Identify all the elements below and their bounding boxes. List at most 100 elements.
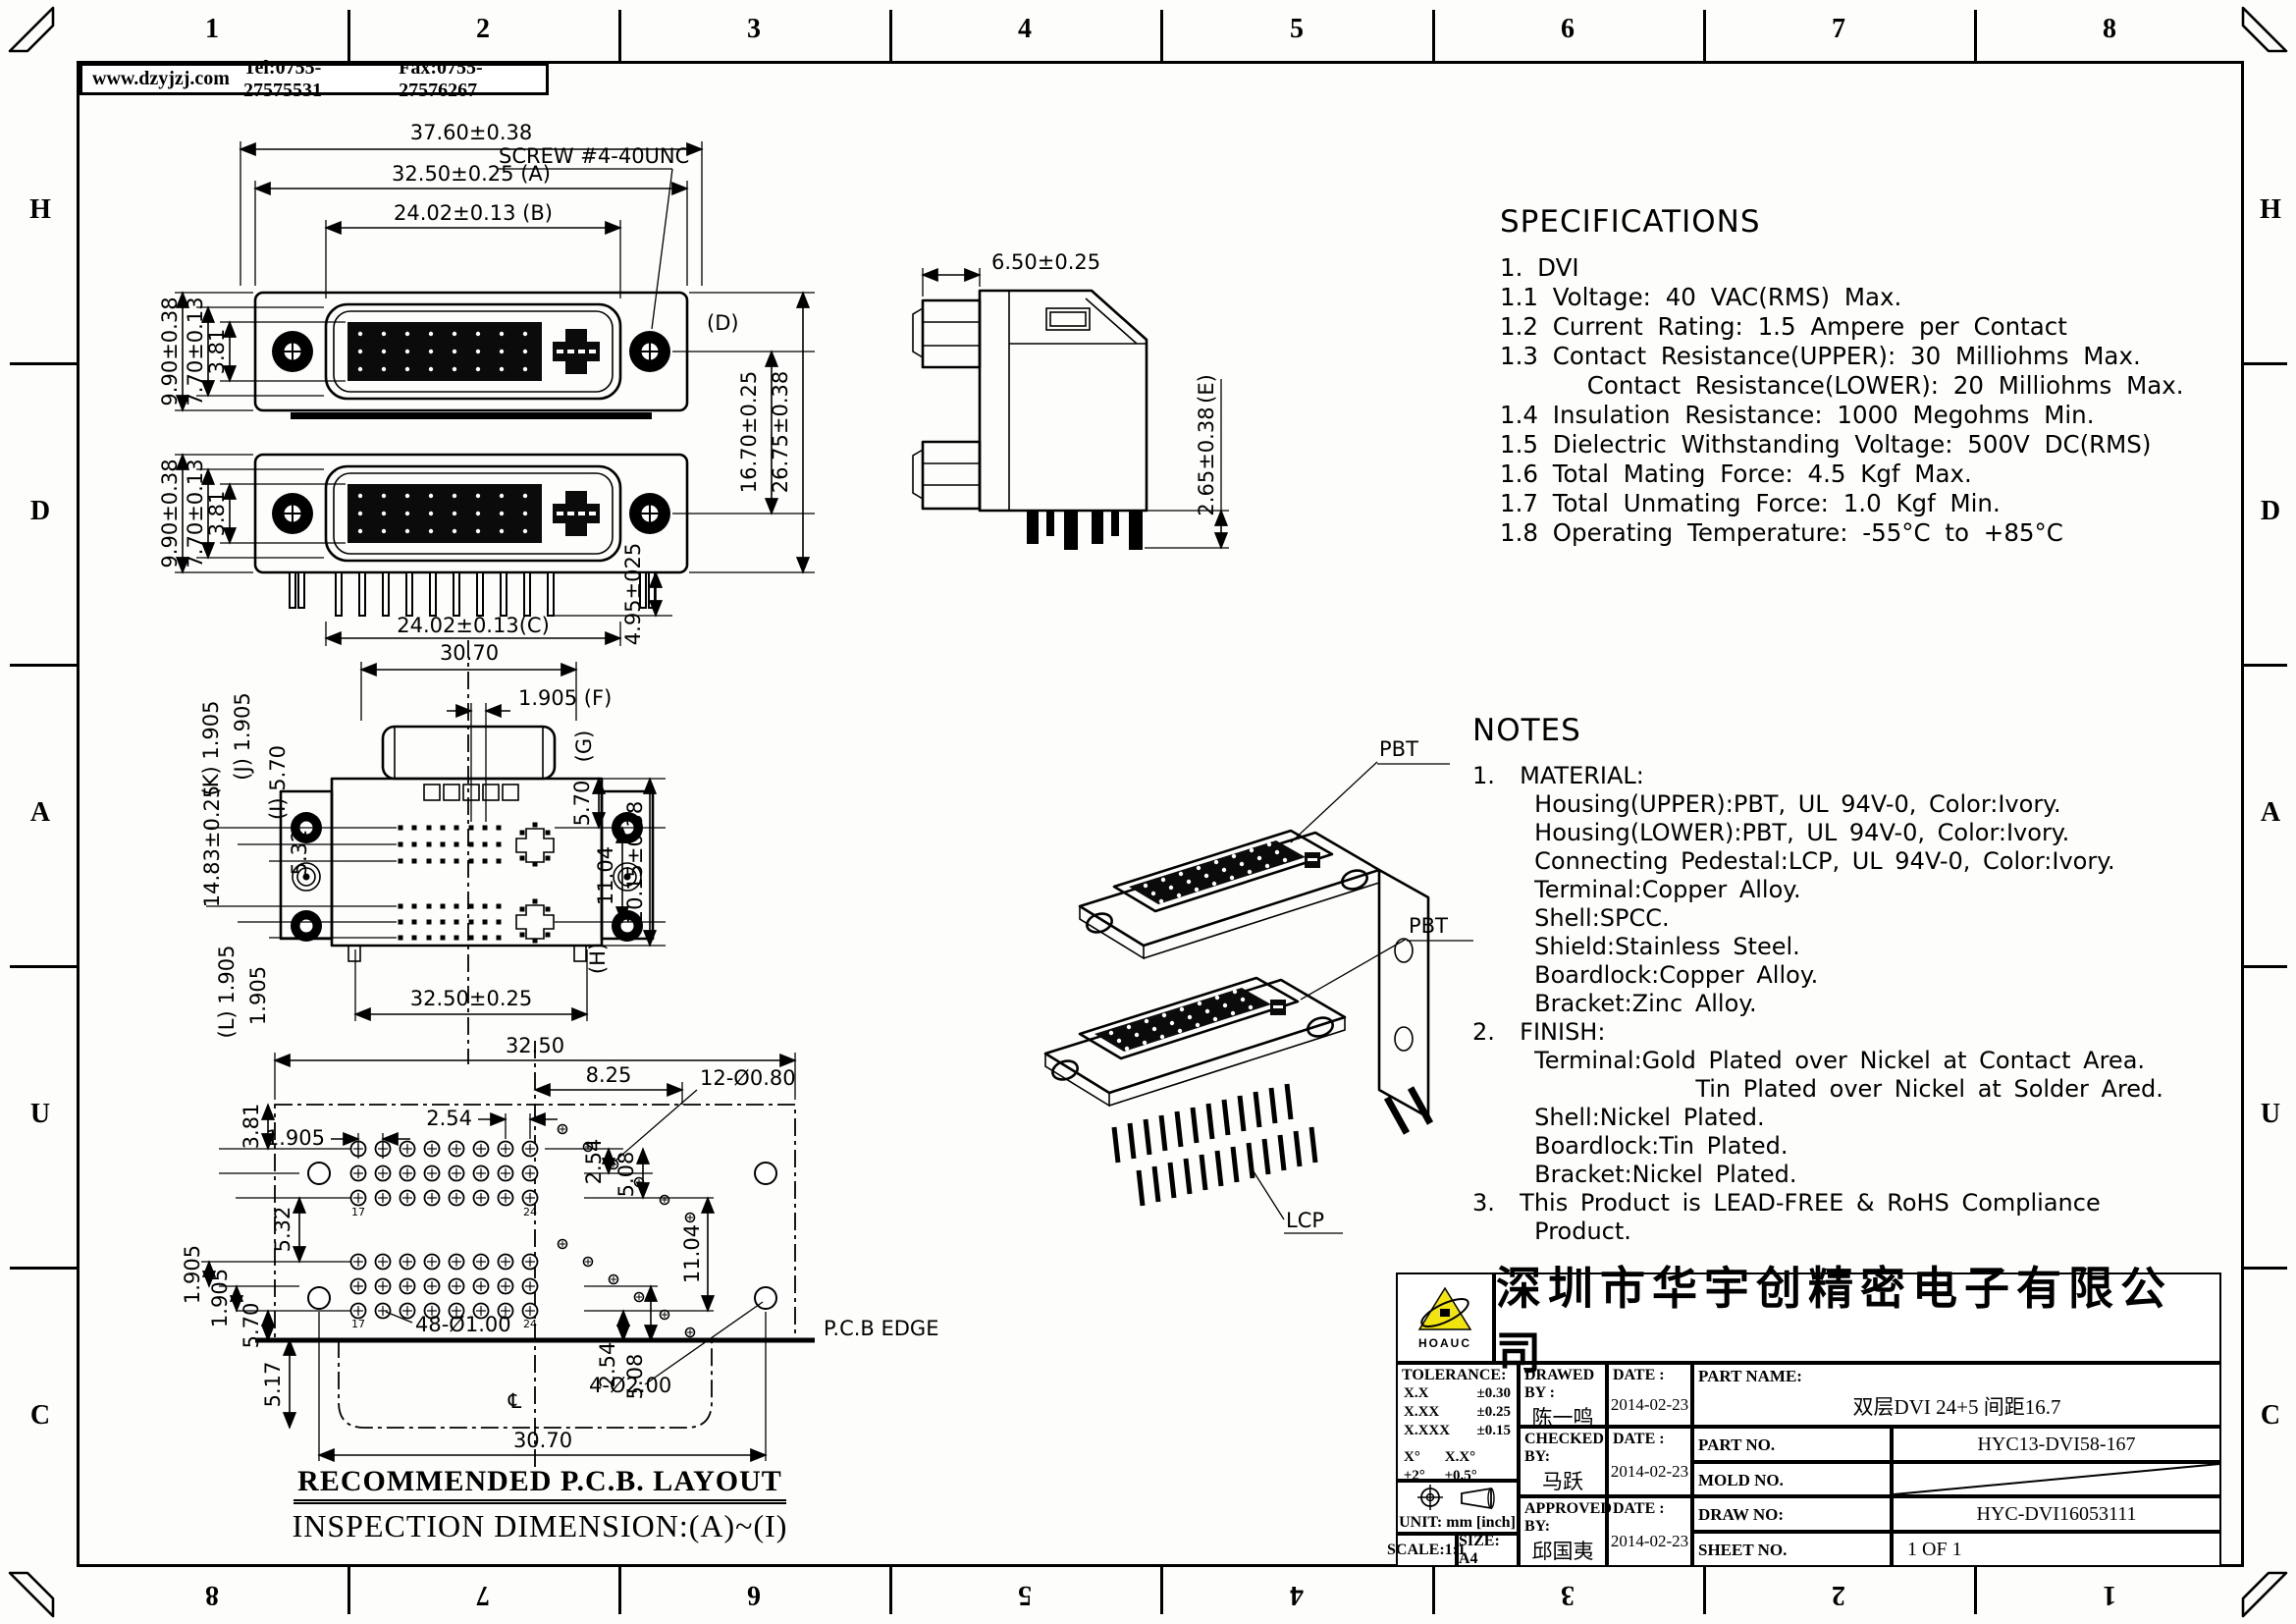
- zone-tick: [2244, 664, 2287, 667]
- iso-material-labels: PBT PBT LCP: [1251, 737, 1473, 1234]
- pin-number: 17: [351, 1206, 365, 1218]
- screw-callout-label: SCREW #4-40UNC: [499, 144, 689, 168]
- pcb-layout-caption-text: RECOMMENDED P.C.B. LAYOUT: [294, 1465, 786, 1504]
- part-name-label: PART NAME:: [1698, 1367, 1802, 1385]
- zone-number: 8: [2103, 14, 2116, 44]
- zone-tick: [2244, 1267, 2287, 1270]
- spec-line: 1.1 Voltage: 40 VAC(RMS) Max.: [1500, 283, 1902, 311]
- zone-number: 3: [1561, 1580, 1575, 1610]
- zone-tick: [1974, 1567, 1977, 1614]
- corner-mark-icon: [8, 6, 55, 53]
- rear-view-drawing: 30.70 1.905 (F) (K) 1.905 (J) 1.905 (I) …: [199, 640, 666, 1064]
- zone-tick: [2244, 965, 2287, 968]
- dim-label: 11.04: [680, 1224, 704, 1283]
- checked-by-label: CHECKED BY:: [1524, 1431, 1604, 1465]
- specifications-title: SPECIFICATIONS: [1500, 204, 1761, 240]
- dim-label: 1.905 (F): [518, 686, 612, 710]
- part-name-cell: PART NAME: 双层DVI 24+5 间距16.7: [1692, 1363, 2221, 1427]
- website-link[interactable]: www.dzyjzj.com: [92, 68, 230, 89]
- spec-line: Contact Resistance(LOWER): 20 Milliohms …: [1500, 371, 2184, 400]
- tolerance-angle: X.X° ±0.5°: [1444, 1449, 1477, 1484]
- dim-label: 24.02±0.13(C): [397, 614, 550, 637]
- zone-number: 1: [205, 14, 219, 44]
- dim-label: 2.65±0.38: [1195, 406, 1218, 515]
- tolerance-value: ±0.30: [1476, 1385, 1511, 1401]
- dim-label: 30.70: [513, 1429, 572, 1452]
- approved-date-cell: DATE : 2014-02-23: [1607, 1496, 1692, 1567]
- header-fax: Fax:0755-27576267: [399, 56, 483, 101]
- tolerance-cell: TOLERANCE: X.X±0.30 X.XX±0.25 X.XXX±0.15…: [1396, 1363, 1519, 1484]
- approved-by-label: APPROVED BY:: [1524, 1500, 1612, 1535]
- corner-mark-icon: [2241, 6, 2288, 53]
- side-view-drawing: 6.50±0.25 (E) 2.65±0.38: [912, 250, 1229, 550]
- dim-label: 11.04: [594, 846, 617, 905]
- spec-line: 1.2 Current Rating: 1.5 Ampere per Conta…: [1500, 312, 2067, 341]
- part-no-label: PART NO.: [1698, 1435, 1776, 1454]
- unit-label: UNIT: mm [inch]: [1399, 1514, 1516, 1531]
- front-view-dimensions: 37.60±0.38 32.50±0.25 (A) 24.02±0.13 (B)…: [158, 121, 815, 646]
- zone-tick: [10, 664, 77, 667]
- sheet-no-value-cell: 1 OF 1: [1892, 1532, 2221, 1567]
- iso-solder-pins: [1111, 1083, 1434, 1207]
- pcb-holes-upper: [349, 1140, 539, 1207]
- drawed-by-label: DRAWED BY :: [1524, 1367, 1595, 1401]
- dim-label: 32.50±0.25 (A): [392, 162, 551, 186]
- dim-label: (E): [1195, 374, 1218, 404]
- part-name-value: 双层DVI 24+5 间距16.7: [1852, 1394, 2061, 1419]
- callout-label: 4-Ø2.00: [589, 1374, 671, 1397]
- zone-number: 2: [1832, 1580, 1845, 1610]
- specifications-section: SPECIFICATIONS 1. DVI 1.1 Voltage: 40 VA…: [1500, 204, 2184, 548]
- sheet-no-label-cell: SHEET NO.: [1692, 1532, 1892, 1567]
- pin-legs: [289, 571, 656, 617]
- dim-label: 32.50±0.25: [410, 987, 532, 1010]
- notes-title: NOTES: [1472, 713, 1581, 748]
- zone-tick: [10, 965, 77, 968]
- dim-label: 5.17: [261, 1362, 285, 1408]
- note-line: Connecting Pedestal:LCP, UL 94V-0, Color…: [1472, 847, 2115, 875]
- corner-mark-icon: [8, 1571, 55, 1618]
- mold-no-label: MOLD NO.: [1698, 1470, 1784, 1489]
- zone-tick: [1703, 10, 1706, 61]
- callout-label: 48-Ø1.00: [415, 1313, 511, 1336]
- dim-label: 24.02±0.13 (B): [394, 201, 553, 225]
- dim-label: (H): [586, 943, 610, 974]
- size-cell: SIZE: A4: [1457, 1533, 1519, 1567]
- projection-symbol-icon: [1416, 1485, 1443, 1510]
- tolerance-key: X.XX: [1404, 1404, 1440, 1420]
- size-label: SIZE: A4: [1459, 1533, 1500, 1567]
- drawing-frame: [77, 61, 2244, 1567]
- side-view-body: [912, 289, 1148, 550]
- zone-letter: C: [2260, 1400, 2281, 1431]
- dim-label: 5.70: [570, 781, 594, 827]
- isometric-view-drawing: PBT PBT LCP: [1043, 737, 1473, 1234]
- iso-lower-module: [1043, 976, 1347, 1108]
- checked-by-name: 马跃: [1542, 1470, 1583, 1493]
- dim-label: 5.08: [614, 1152, 638, 1198]
- material-label: LCP: [1286, 1209, 1324, 1232]
- notes-section: NOTES 1. MATERIAL: Housing(UPPER):PBT, U…: [1472, 713, 2163, 1246]
- callout-label: 12-Ø0.80: [700, 1066, 796, 1090]
- note-line: 3. This Product is LEAD-FREE & RoHS Comp…: [1472, 1189, 2101, 1217]
- approved-by-cell: APPROVED BY: 邱国夷: [1519, 1496, 1612, 1567]
- dim-label: 2.54: [596, 1342, 619, 1388]
- note-line: Tin Plated over Nickel at Solder Ared.: [1472, 1075, 2163, 1103]
- dim-label: 5.08: [623, 1354, 647, 1400]
- pin-number: 24: [523, 1318, 537, 1330]
- checked-date-cell: DATE : 2014-02-23: [1607, 1427, 1692, 1496]
- side-view-dimensions: 6.50±0.25 (E) 2.65±0.38: [921, 250, 1229, 550]
- mid-shield-edge: [291, 412, 652, 419]
- approved-date: 2014-02-23: [1610, 1532, 1689, 1550]
- zone-number: 2: [476, 14, 490, 44]
- dim-label: 1.905: [208, 1269, 232, 1327]
- dim-label: 14.83±0.25: [200, 785, 224, 907]
- pin-number: 24: [523, 1206, 537, 1218]
- note-line: Terminal:Copper Alloy.: [1472, 876, 1801, 903]
- approved-by-name: 邱国夷: [1531, 1540, 1594, 1563]
- dim-label: 32.50: [506, 1034, 564, 1057]
- tolerance-angle: X° ±2°: [1404, 1449, 1425, 1484]
- zone-letter: C: [29, 1400, 51, 1431]
- dim-label: 1.905: [246, 966, 270, 1025]
- dim-label: 1.905: [266, 1126, 325, 1150]
- drawed-date-cell: DATE : 2014-02-23: [1607, 1363, 1692, 1427]
